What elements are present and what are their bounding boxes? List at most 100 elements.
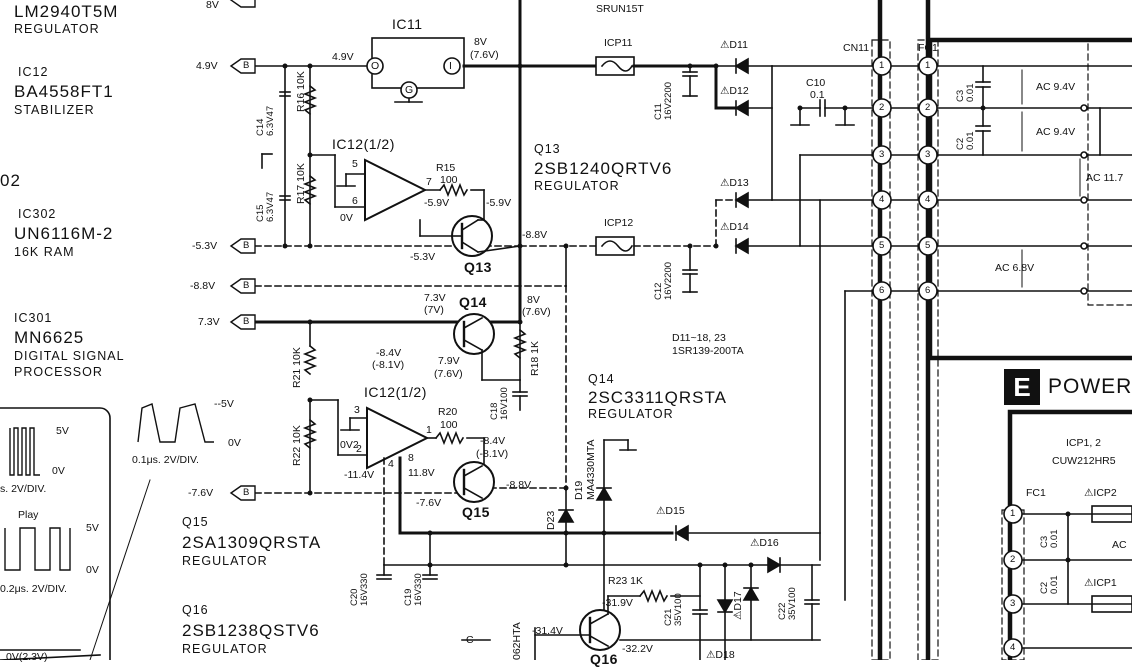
scope-play-label: Play [18,509,39,521]
q16-label: Q16 [590,651,618,667]
c14-label: C14 6.3V47 [255,105,276,136]
node-v-7v: (7V) [424,304,444,316]
ic12b-pin1: 1 [426,424,432,436]
ic11-pin-i: I [449,60,452,72]
ic-02-ref: 02 [0,171,21,190]
fc1-label: FC1 [918,42,938,54]
q14-part: 2SC3311QRSTA [588,388,727,407]
q15-label: Q15 [462,504,490,520]
q15-role: REGULATOR [182,554,268,568]
power-icp1-ref: ICP1 [1093,577,1117,589]
c2-label: C2 0.01 [955,131,976,151]
node-v-m31-4: -31.4V [532,625,563,637]
q16-role: REGULATOR [182,642,268,656]
scope3-zero: 0V [228,437,241,449]
rail-4-9v-label: 4.9V [196,60,218,72]
ic12b-11-8v: 11.8V [408,467,435,479]
d11-ref: D11 [729,39,748,51]
ic11-name: IC11 [392,16,423,32]
c10-value: 0.1 [810,89,825,101]
r22-label: R22 10K [291,425,303,466]
d14-ref: D14 [729,221,749,233]
node-v-m5-3: -5.3V [410,251,436,263]
rail-8v-label: 8V [206,0,219,11]
ic12a-emit-voltage: -5.9V [486,197,512,209]
scope1-zero: 0V [52,465,65,477]
ic12-ref: IC12 [18,65,49,79]
scope-play-volts: 5V [86,522,99,534]
d12-ref: D12 [729,85,749,97]
d19-part: MA4330MTA [585,439,597,501]
q13-part: 2SB1240QRTV6 [534,159,673,178]
d18-ref: D18 [715,649,735,661]
scope3-scale: 0.1μs. 2V/DIV. [132,454,199,466]
power-icp1-label: ⚠ICP1 [1084,577,1117,589]
ic301-role-2: PROCESSOR [14,365,103,379]
ic12b-m7-6v: -7.6V [416,497,442,509]
r17-label: R17 10K [295,163,307,204]
fc1-lower-label: FC1 [1026,487,1046,499]
q13-ref: Q13 [534,142,561,156]
ic12a-pin7: 7 [426,176,432,188]
node-v-m8-4b: -8.4V [480,435,506,447]
power-icp2-ref: ICP2 [1093,487,1117,499]
d16-label: ⚠D16 [750,537,779,549]
r15-value: 100 [440,174,458,186]
c10-ref: C10 [806,77,826,89]
ic12-role: STABILIZER [14,103,95,117]
r15-ref: R15 [436,162,456,174]
c21-label: C21 35V100 [663,593,684,626]
ic12a-pin5: 5 [352,158,358,170]
d19-label: D19 [573,480,585,500]
node-v-m8-8b: -8.8V [506,479,532,491]
ic12b-pin8: 8 [408,452,414,464]
c3-label: C3 0.01 [955,83,976,103]
power-icp2-label: ⚠ICP2 [1084,487,1117,499]
diode-note-2: 1SR139-200TA [672,345,744,357]
fc1-lower-pin-2: 2 [1010,554,1016,565]
ic12a-name: IC12(1/2) [332,136,395,152]
fuse-icp12-label: ICP12 [604,217,634,229]
d23-label: D23 [545,510,557,530]
d17-ref: D17 [732,591,744,611]
diode-note-1: D11~18, 23 [672,332,726,344]
d13-label: ⚠D13 [720,177,749,189]
waveform-traces [4,403,214,571]
scope-play-zero: 0V [86,564,99,576]
d13-ref: D13 [729,177,749,189]
d16-ref: D16 [759,537,779,549]
cn11-pin-1: 1 [879,60,885,71]
node-v-7-6: (7.6V) [522,306,551,318]
fc1-lower-pin-3: 3 [1010,598,1016,609]
ic301-role-1: DIGITAL SIGNAL [14,349,125,363]
r20-ref: R20 [438,406,458,418]
rail-b-tag: B [243,60,250,71]
ic11-out-voltage-2: (7.6V) [470,49,499,61]
c-terminal-label: C [466,634,474,646]
cn11-pin-6: 6 [879,285,885,296]
r23-label: R23 1K [608,575,644,587]
node-v-m32-2: -32.2V [622,643,653,655]
node-v-m8-1b: (-8.1V) [476,448,509,460]
ac-label-1: AC 9.4V [1036,81,1076,93]
rail-b-tag: B [243,487,250,498]
rail-m7-6v-label: -7.6V [188,487,214,499]
q13-label: Q13 [464,259,492,275]
cn11-pin-3: 3 [879,149,885,160]
r21-label: R21 10K [291,347,303,388]
ic11-out-voltage: 8V [474,36,487,48]
q14-ref: Q14 [588,372,615,386]
fc1-pin-1: 1 [925,60,931,71]
fc1-pin-5: 5 [925,240,931,251]
ic11-pin-g: G [405,84,414,96]
fc1-pin-2: 2 [925,102,931,113]
node-v-7-9: 7.9V [438,355,460,367]
scope1-volts: 5V [56,425,69,437]
c3b-label: C3 0.01 [1039,529,1060,549]
ic302-role: 16K RAM [14,245,75,259]
node-v-m8-1: (-8.1V) [372,359,405,371]
rail-7-3v-label: 7.3V [198,316,220,328]
rail-b-tag: B [243,240,250,251]
rail-b-tag: B [243,316,250,327]
